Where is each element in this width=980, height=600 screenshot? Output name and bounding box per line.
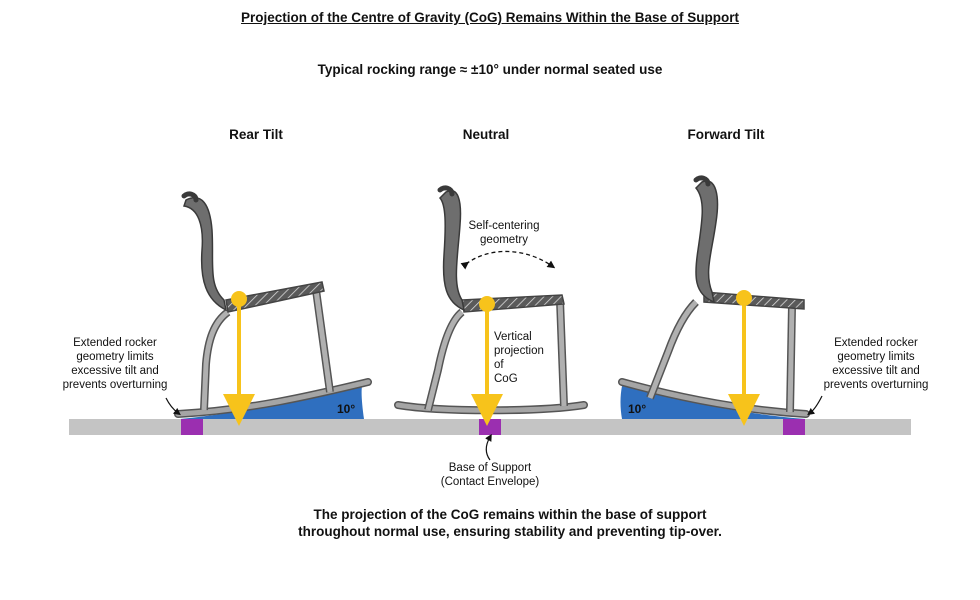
neutral-label: Neutral	[462, 127, 510, 142]
svg-text:Self-centering: Self-centering	[469, 220, 540, 232]
angle-label-right: 10°	[628, 402, 646, 416]
rocking-range-subtitle: Typical rocking range ≈ ±10° under norma…	[317, 62, 663, 77]
base-of-support-note: Base of Support (Contact Envelope)	[441, 462, 540, 488]
svg-text:Vertical: Vertical	[494, 331, 532, 343]
diagram-title: Projection of the Centre of Gravity (CoG…	[241, 10, 739, 25]
svg-text:prevents overturning: prevents overturning	[824, 379, 929, 391]
cog-marker-left	[231, 291, 247, 307]
svg-text:CoG: CoG	[494, 373, 518, 385]
svg-text:prevents overturning: prevents overturning	[63, 379, 168, 391]
footer-line-2: throughout normal use, ensuring stabilit…	[298, 524, 722, 539]
angle-wedge-left	[180, 386, 364, 419]
self-centering-arc	[460, 250, 556, 270]
forward-tilt-label: Forward Tilt	[687, 127, 765, 142]
vertical-projection-note: Vertical projection of CoG	[494, 331, 544, 385]
svg-text:Extended rocker: Extended rocker	[834, 337, 918, 349]
right-rocker-note: Extended rocker geometry limits excessiv…	[824, 337, 929, 391]
base-support-pointer	[485, 433, 492, 461]
svg-text:geometry: geometry	[480, 234, 528, 246]
rear-tilt-label: Rear Tilt	[229, 127, 283, 142]
svg-text:(Contact Envelope): (Contact Envelope)	[441, 476, 540, 488]
svg-text:geometry limits: geometry limits	[76, 351, 154, 363]
self-centering-note: Self-centering geometry	[469, 220, 540, 246]
svg-text:excessive tilt and: excessive tilt and	[71, 365, 159, 377]
svg-text:of: of	[494, 359, 504, 371]
right-note-pointer	[807, 395, 823, 416]
angle-label-left: 10°	[337, 402, 355, 416]
svg-text:geometry limits: geometry limits	[837, 351, 915, 363]
angle-wedge-right	[620, 386, 806, 419]
neutral-chair	[394, 185, 588, 426]
cog-marker-right	[736, 290, 752, 306]
svg-text:Extended rocker: Extended rocker	[73, 337, 157, 349]
svg-text:excessive tilt and: excessive tilt and	[832, 365, 920, 377]
svg-text:Base of Support: Base of Support	[449, 462, 532, 474]
rear-tilt-chair	[174, 191, 372, 426]
left-rocker-note: Extended rocker geometry limits excessiv…	[63, 337, 168, 391]
forward-tilt-chair	[618, 175, 810, 426]
svg-text:projection: projection	[494, 345, 544, 357]
footer-line-1: The projection of the CoG remains within…	[313, 507, 707, 522]
left-note-pointer	[165, 397, 181, 416]
support-block-center	[479, 419, 501, 435]
cog-marker-center	[479, 296, 495, 312]
support-block-left	[181, 419, 203, 435]
support-block-right	[783, 419, 805, 435]
